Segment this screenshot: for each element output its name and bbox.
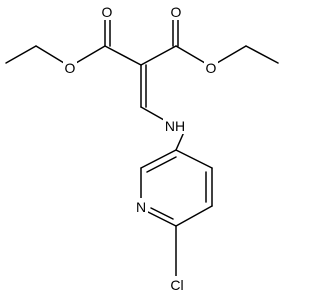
bond-ester-left-o: [75, 45, 106, 64]
molecule-structure: O O O O NH N Cl: [5, 4, 279, 294]
bond-ring-c5-c6: [175, 205, 213, 227]
bond-ring-c3-c4: [175, 149, 213, 169]
atom-label-nh: NH: [165, 118, 185, 134]
bond-ring-c6-n-inner: [150, 207, 174, 220]
atom-o-carbonyl-left: O: [100, 4, 114, 20]
bond-ring-c6-n: [147, 211, 177, 227]
atom-label-o-carbonyl-right: O: [171, 4, 182, 20]
atom-labels: O O O O NH N Cl: [63, 4, 218, 294]
bond-ethyl-left-ch2: [35, 45, 65, 64]
bond-ethyl-right-ch3: [245, 45, 279, 64]
bond-ethyl-left-ch3: [5, 45, 37, 64]
atom-label-o-ester-right: O: [206, 60, 217, 76]
bond-ring-c2-c3-inner: [146, 156, 177, 173]
bond-ring-c2-c3: [140, 149, 177, 169]
bond-vinyl-to-nh: [140, 106, 165, 121]
bonds: [5, 17, 279, 277]
atom-cl: Cl: [165, 276, 189, 294]
atom-o-ester-right: O: [204, 60, 218, 76]
bond-carbonyl-left-to-alpha: [104, 45, 142, 66]
atom-label-cl: Cl: [170, 277, 183, 293]
atom-nh: NH: [163, 118, 187, 134]
atom-o-carbonyl-right: O: [169, 4, 183, 20]
bond-nh-to-ring: [175, 131, 185, 151]
bond-ester-right-o: [175, 45, 206, 64]
bond-ethyl-right-ch2: [216, 45, 247, 64]
atom-label-o-ester-left: O: [65, 60, 76, 76]
atom-o-ester-left: O: [63, 60, 77, 76]
bond-alpha-to-carbonyl-right: [140, 45, 177, 66]
atom-label-o-carbonyl-left: O: [102, 4, 113, 20]
atom-n-pyridine: N: [134, 198, 148, 216]
atom-label-n-pyridine: N: [136, 199, 146, 215]
